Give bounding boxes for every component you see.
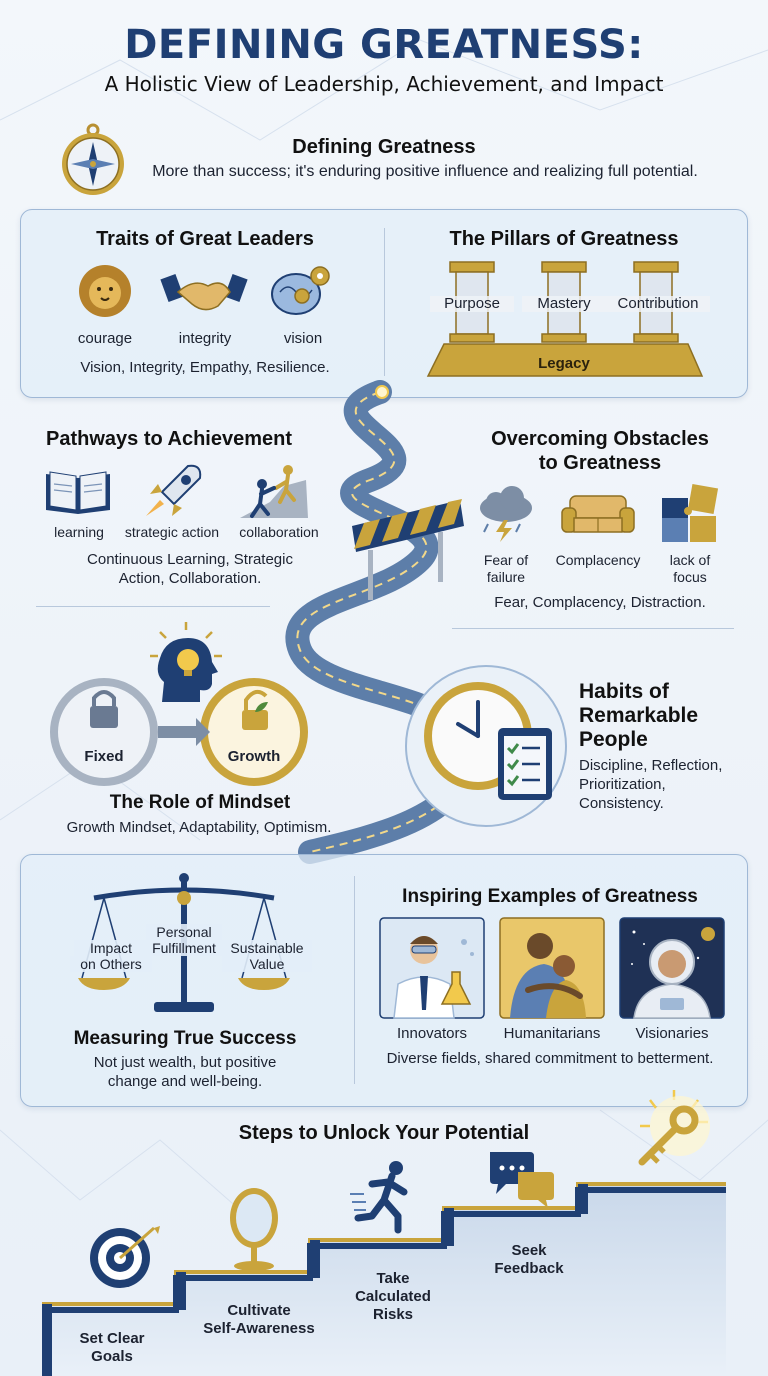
step-label-risks-line3: Risks: [372, 1306, 414, 1323]
pillar-label-contribution: Contribution: [606, 296, 710, 312]
pathway-label-collaboration: collaboration: [239, 524, 319, 540]
mindset-fixed-label: Fixed: [84, 748, 124, 765]
habits-text-line3: Consistency.: [579, 795, 664, 812]
pillars-heading: The Pillars of Greatness: [449, 228, 679, 250]
mindset-summary: Growth Mindset, Adaptability, Optimism.: [66, 819, 332, 836]
step-label-goals-line1: Set Clear: [79, 1330, 145, 1347]
target-icon: [90, 1226, 160, 1288]
example-label-humanitarians: Humanitarians: [503, 1025, 601, 1042]
step-label-feedback-line1: Seek: [511, 1242, 547, 1259]
book-icon: [46, 471, 110, 514]
section-divider-right: [452, 628, 734, 629]
examples-heading: Inspiring Examples of Greatness: [402, 886, 698, 907]
success-left-line1: Impact: [74, 940, 148, 956]
habits-heading-line1: Habits of: [579, 680, 669, 703]
pathways-summary-line1: Continuous Learning, Strategic: [87, 551, 293, 568]
staircase-illustration: [42, 1182, 726, 1376]
step-label-risks-line2: Calculated: [355, 1288, 431, 1305]
card-divider: [384, 228, 385, 376]
pillar-label-mastery: Mastery: [522, 296, 606, 312]
storm-cloud-icon: [480, 486, 532, 542]
pillar-base-legacy: Legacy: [538, 355, 590, 372]
success-right-line2: Value: [222, 956, 312, 972]
obstacle-label-fear-line1: Fear of: [483, 552, 529, 568]
key-icon: [638, 1090, 710, 1166]
mindset-heading: The Role of Mindset: [109, 792, 291, 813]
success-right-line1: Sustainable: [222, 940, 312, 956]
mirror-icon: [230, 1188, 278, 1271]
visionary-astronaut-icon: [619, 917, 725, 1019]
clock-checklist-icon: [405, 665, 567, 827]
page-subtitle: A Holistic View of Leadership, Achieveme…: [104, 72, 664, 96]
mindset-illustration: [50, 678, 308, 786]
mindset-growth-label: Growth: [227, 748, 281, 765]
trait-label-courage: courage: [77, 330, 133, 347]
intro-heading: Defining Greatness: [292, 136, 476, 158]
lion-icon: [79, 265, 131, 317]
barrier-icon: [352, 499, 464, 600]
success-left-line2: on Others: [70, 956, 152, 972]
habits-heading-line3: People: [579, 728, 648, 751]
step-label-risks-line1: Take: [376, 1270, 410, 1287]
obstacles-heading-line2: to Greatness: [538, 452, 662, 474]
card-divider: [354, 876, 355, 1084]
page-title: DEFINING GREATNESS:: [124, 22, 644, 68]
success-center-line1: Personal: [146, 924, 222, 940]
brain-gears-icon: [271, 266, 330, 315]
pillar-label-purpose: Purpose: [430, 296, 514, 312]
step-label-goals-line2: Goals: [91, 1348, 133, 1365]
success-text-line1: Not just wealth, but positive: [93, 1054, 277, 1071]
step-label-awareness-line1: Cultivate: [227, 1302, 291, 1319]
obstacles-summary: Fear, Complacency, Distraction.: [494, 594, 706, 611]
traits-heading: Traits of Great Leaders: [96, 228, 314, 250]
habits-text-line2: Prioritization,: [579, 776, 666, 793]
traits-summary: Vision, Integrity, Empathy, Resilience.: [80, 359, 330, 376]
pathways-heading: Pathways to Achievement: [46, 428, 293, 450]
climbers-icon: [240, 465, 308, 518]
examples-summary: Diverse fields, shared commitment to bet…: [386, 1050, 714, 1067]
obstacle-label-focus-line1: lack of: [669, 552, 711, 568]
trait-label-integrity: integrity: [178, 330, 232, 347]
step-label-feedback-line2: Feedback: [494, 1260, 564, 1277]
pathway-label-learning: learning: [54, 524, 104, 540]
idea-head-icon: [150, 622, 222, 702]
compass-icon: [62, 123, 124, 195]
pathways-summary-line2: Action, Collaboration.: [118, 570, 262, 587]
obstacle-label-fear-line2: failure: [486, 569, 526, 585]
habits-text-line1: Discipline, Reflection,: [579, 757, 723, 774]
success-heading: Measuring True Success: [73, 1028, 297, 1049]
obstacles-heading-line1: Overcoming Obstacles: [491, 428, 709, 450]
obstacle-label-focus-line2: focus: [673, 569, 707, 585]
habits-heading-line2: Remarkable: [579, 704, 699, 727]
rocket-icon: [146, 464, 202, 516]
step-label-awareness-line2: Self-Awareness: [203, 1320, 315, 1337]
innovator-scientist-icon: [379, 917, 485, 1019]
handshake-icon: [160, 273, 248, 311]
chat-bubbles-icon: [490, 1152, 554, 1208]
success-text-line2: change and well-being.: [107, 1073, 263, 1090]
example-label-innovators: Innovators: [396, 1025, 468, 1042]
couch-icon: [561, 495, 635, 533]
obstacle-label-complacency: Complacency: [555, 552, 641, 568]
example-label-visionaries: Visionaries: [635, 1025, 709, 1042]
humanitarian-embrace-icon: [499, 917, 605, 1019]
success-center-line2: Fulfillment: [140, 940, 228, 956]
section-divider-left: [36, 606, 270, 607]
runner-icon: [350, 1161, 408, 1234]
puzzle-icon: [662, 483, 719, 542]
steps-heading: Steps to Unlock Your Potential: [238, 1122, 530, 1144]
intro-text: More than success; it's enduring positiv…: [152, 163, 698, 180]
trait-label-vision: vision: [283, 330, 323, 347]
pathway-label-strategic-action: strategic action: [124, 524, 220, 540]
